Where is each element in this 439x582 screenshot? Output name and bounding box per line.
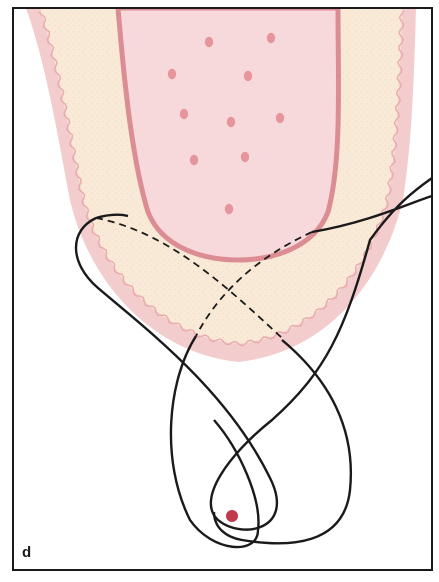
canal-dot — [180, 109, 188, 119]
root-canal — [118, 8, 339, 260]
canal-dot — [241, 152, 249, 162]
canal-dot — [205, 37, 213, 47]
canal-dot — [227, 117, 235, 127]
canal-dot — [225, 204, 233, 214]
canal-dot — [267, 33, 275, 43]
canal-dot — [190, 155, 198, 165]
canal-dot — [244, 71, 252, 81]
canal-dot — [276, 113, 284, 123]
canal-dot — [168, 69, 176, 79]
panel-label: d — [22, 545, 31, 560]
red-dot-icon — [226, 510, 238, 522]
